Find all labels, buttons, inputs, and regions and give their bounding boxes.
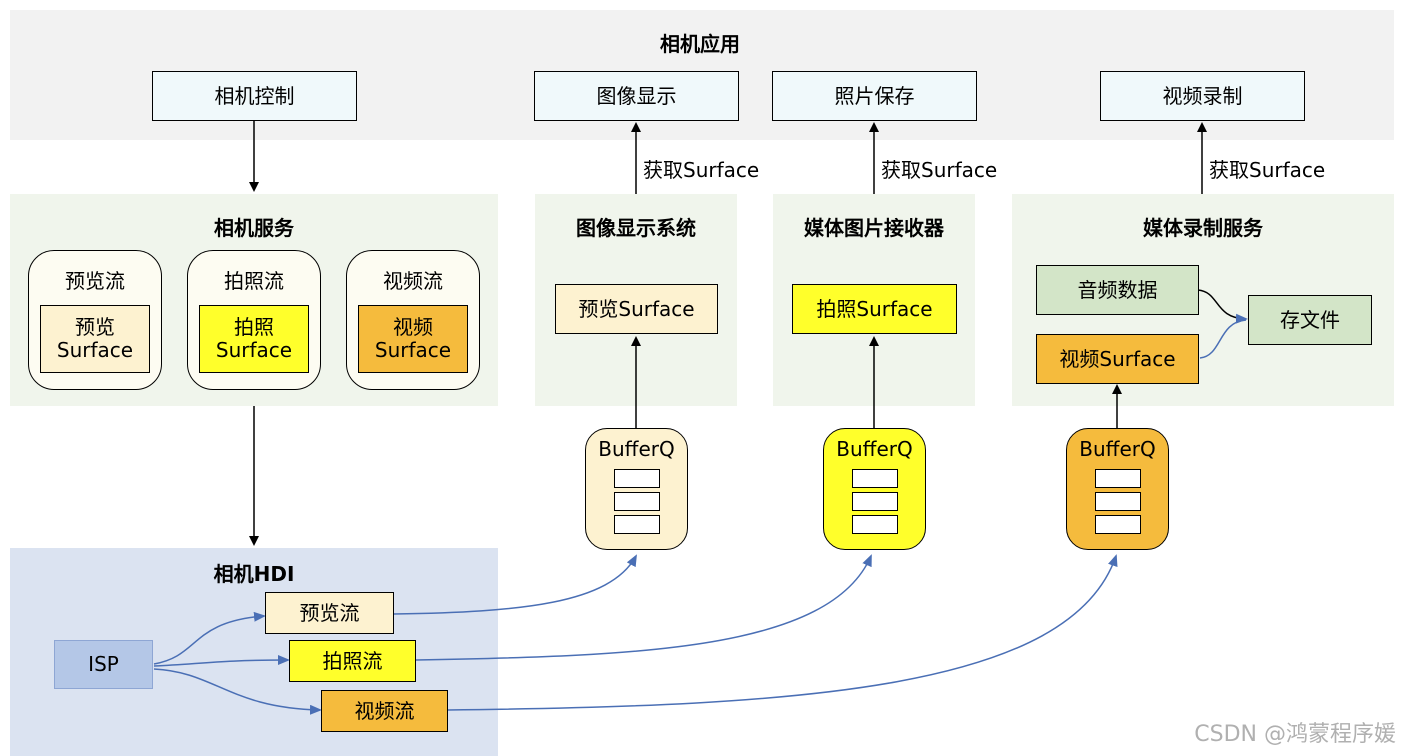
arrow-isp-to-preview bbox=[153, 611, 266, 665]
isp-box: ISP bbox=[54, 640, 153, 689]
photo-stream-card: 拍照流 拍照 Surface bbox=[187, 250, 321, 390]
arrow-audio-to-file bbox=[1197, 289, 1248, 324]
bufferq-preview-slot bbox=[614, 469, 660, 488]
photo-save-box: 照片保存 bbox=[772, 71, 977, 121]
bufferq-preview-slot bbox=[614, 492, 660, 511]
media-image-receiver-title: 媒体图片接收器 bbox=[804, 216, 944, 240]
arrow-video-surface-to-file bbox=[1199, 319, 1247, 359]
camera-service-title: 相机服务 bbox=[214, 216, 294, 240]
image-display-system-title: 图像显示系统 bbox=[576, 216, 696, 240]
arrow-video-to-bufferq3 bbox=[447, 554, 1118, 711]
photo-surface-line2: Surface bbox=[215, 338, 293, 362]
get-surface-label-display: 获取Surface bbox=[643, 158, 760, 182]
bufferq-video-label: BufferQ bbox=[1079, 437, 1156, 461]
arrow-preview-to-bufferq1 bbox=[393, 554, 637, 615]
bufferq-photo: BufferQ bbox=[823, 428, 926, 550]
preview-surface-line1: 预览 bbox=[75, 315, 115, 339]
arrow-photo-to-bufferq2 bbox=[415, 554, 872, 661]
get-surface-label-video: 获取Surface bbox=[1209, 158, 1326, 182]
photo-surface-line1: 拍照 bbox=[234, 315, 274, 339]
bufferq-photo-label: BufferQ bbox=[836, 437, 913, 461]
video-surface-box: 视频 Surface bbox=[358, 305, 468, 373]
arrow-isp-to-photo bbox=[153, 655, 290, 667]
bufferq-photo-slot bbox=[852, 469, 898, 488]
media-record-service-title: 媒体录制服务 bbox=[1143, 216, 1263, 240]
photo-surface-box: 拍照 Surface bbox=[199, 305, 309, 373]
save-file-box: 存文件 bbox=[1248, 295, 1372, 345]
hdi-video-stream-box: 视频流 bbox=[321, 690, 448, 732]
video-record-box: 视频录制 bbox=[1100, 71, 1305, 121]
video-surface-line1: 视频 bbox=[393, 315, 433, 339]
camera-hdi-title: 相机HDI bbox=[213, 562, 295, 586]
bufferq-video: BufferQ bbox=[1066, 428, 1169, 550]
bufferq-preview-slot bbox=[614, 515, 660, 534]
bufferq-photo-slot bbox=[852, 492, 898, 511]
preview-stream-card: 预览流 预览 Surface bbox=[28, 250, 162, 390]
audio-data-box: 音频数据 bbox=[1036, 265, 1199, 315]
camera-app-title: 相机应用 bbox=[660, 32, 740, 56]
preview-surface-target-box: 预览Surface bbox=[555, 284, 718, 334]
bufferq-preview-label: BufferQ bbox=[598, 437, 675, 461]
hdi-preview-stream-box: 预览流 bbox=[265, 592, 394, 634]
bufferq-video-slot bbox=[1095, 469, 1141, 488]
photo-stream-name: 拍照流 bbox=[224, 269, 284, 293]
video-surface-line2: Surface bbox=[374, 338, 452, 362]
watermark: CSDN @鸿蒙程序媛 bbox=[1194, 722, 1396, 747]
photo-surface-target-box: 拍照Surface bbox=[792, 284, 957, 334]
bufferq-video-slot bbox=[1095, 515, 1141, 534]
preview-stream-name: 预览流 bbox=[65, 269, 125, 293]
bufferq-photo-slot bbox=[852, 515, 898, 534]
preview-surface-box: 预览 Surface bbox=[40, 305, 150, 373]
video-stream-name: 视频流 bbox=[383, 269, 443, 293]
get-surface-label-photo: 获取Surface bbox=[881, 158, 998, 182]
image-display-box: 图像显示 bbox=[534, 71, 739, 121]
video-surface-target-box: 视频Surface bbox=[1036, 334, 1199, 384]
bufferq-preview: BufferQ bbox=[585, 428, 688, 550]
hdi-photo-stream-box: 拍照流 bbox=[289, 640, 416, 682]
bufferq-video-slot bbox=[1095, 492, 1141, 511]
arrow-isp-to-video bbox=[153, 668, 322, 715]
preview-surface-line2: Surface bbox=[56, 338, 134, 362]
camera-control-box: 相机控制 bbox=[152, 71, 357, 121]
video-stream-card: 视频流 视频 Surface bbox=[346, 250, 480, 390]
